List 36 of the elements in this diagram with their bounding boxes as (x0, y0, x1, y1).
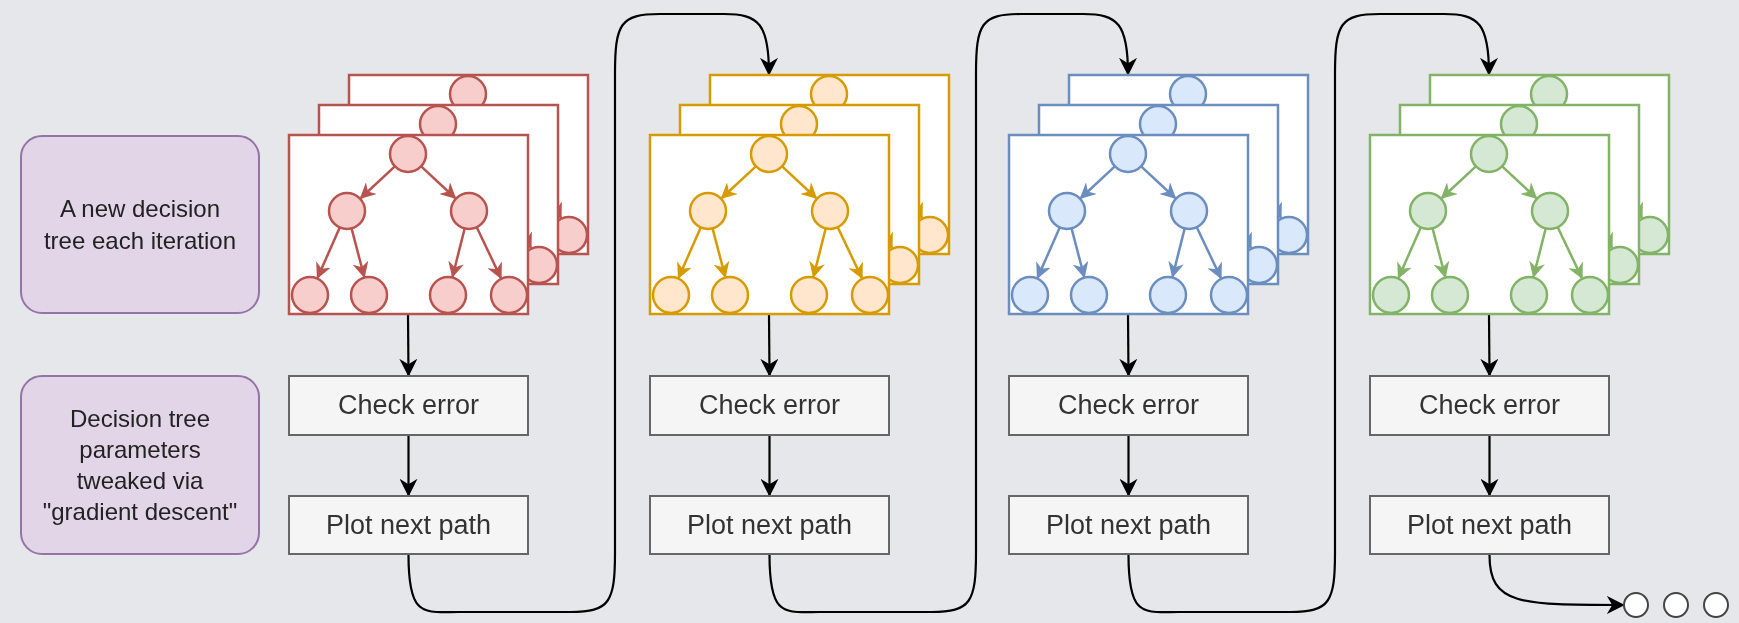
process-box (649, 495, 890, 555)
process-label: Plot next path (686, 509, 853, 541)
note-text: A new decision tree each iteration (42, 194, 238, 256)
process-label: Check error (1057, 390, 1199, 421)
arrow (399, 436, 418, 497)
arrow (1488, 554, 1625, 614)
process-box (288, 375, 529, 436)
arrow (1119, 436, 1138, 497)
process-box (1008, 495, 1249, 555)
arrow (1127, 12, 1498, 614)
note-box (20, 135, 260, 314)
arrow (1480, 315, 1499, 377)
process-box (1369, 495, 1610, 555)
process-label: Check error (1418, 390, 1560, 421)
arrow (768, 12, 1137, 614)
process-box (649, 375, 890, 436)
process-box (288, 495, 529, 555)
decision-tree-stack-drawing (649, 74, 950, 315)
arrow (1119, 315, 1138, 377)
arrow (760, 315, 779, 377)
arrow (399, 315, 418, 377)
decision-tree-stack-drawing (1369, 74, 1670, 315)
process-box (1369, 375, 1610, 436)
process-label: Check error (337, 390, 479, 421)
note-text: Decision tree parameters tweaked via "gradient descent" (41, 403, 239, 528)
process-box (1008, 375, 1249, 436)
process-label: Plot next path (1406, 509, 1573, 541)
process-label: Plot next path (325, 509, 492, 541)
process-label: Check error (698, 390, 840, 421)
process-label: Plot next path (1045, 509, 1212, 541)
arrow (407, 12, 778, 614)
arrow (760, 436, 779, 497)
note-box (20, 375, 260, 555)
decision-tree-stack-drawing (1008, 74, 1309, 315)
arrow (1480, 436, 1499, 497)
decision-tree-stack-drawing (288, 74, 589, 315)
